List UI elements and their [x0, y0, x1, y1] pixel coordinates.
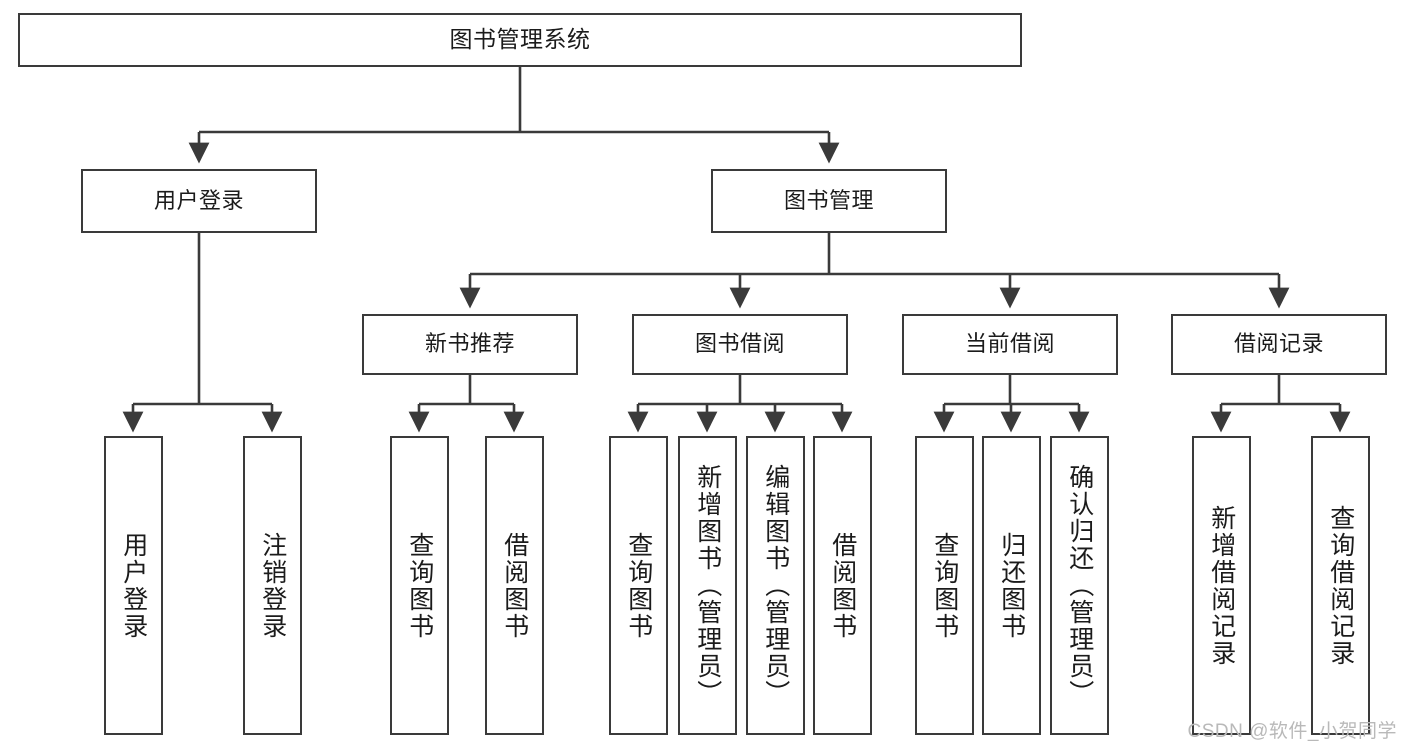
node-current-borrow-label: 当前借阅	[964, 331, 1055, 357]
node-leaf-3-label: 查询图书	[405, 531, 434, 640]
node-leaf-2[interactable]: 注销登录	[243, 436, 302, 735]
node-root[interactable]: 图书管理系统	[18, 13, 1022, 67]
node-borrow-record[interactable]: 借阅记录	[1171, 314, 1387, 375]
node-user-login-label: 用户登录	[153, 187, 244, 213]
node-book-manage-label: 图书管理	[783, 187, 874, 213]
node-leaf-5-label: 查询图书	[624, 531, 653, 640]
node-leaf-12[interactable]: 新增借阅记录	[1192, 436, 1251, 735]
node-leaf-6-label: 新增图书（管理员）	[693, 464, 722, 707]
node-leaf-5[interactable]: 查询图书	[609, 436, 668, 735]
node-user-login[interactable]: 用户登录	[81, 169, 317, 233]
node-leaf-7-label: 编辑图书（管理员）	[761, 464, 790, 707]
node-leaf-10[interactable]: 归还图书	[982, 436, 1041, 735]
node-leaf-4-label: 借阅图书	[500, 531, 529, 640]
node-current-borrow[interactable]: 当前借阅	[902, 314, 1118, 375]
node-leaf-6[interactable]: 新增图书（管理员）	[678, 436, 737, 735]
node-leaf-9[interactable]: 查询图书	[915, 436, 974, 735]
node-leaf-8-label: 借阅图书	[828, 531, 857, 640]
node-leaf-4[interactable]: 借阅图书	[485, 436, 544, 735]
node-leaf-8[interactable]: 借阅图书	[813, 436, 872, 735]
node-leaf-9-label: 查询图书	[930, 531, 959, 640]
node-leaf-12-label: 新增借阅记录	[1207, 504, 1236, 667]
node-book-manage[interactable]: 图书管理	[711, 169, 947, 233]
node-leaf-13[interactable]: 查询借阅记录	[1311, 436, 1370, 735]
node-leaf-11[interactable]: 确认归还（管理员）	[1050, 436, 1109, 735]
node-leaf-1[interactable]: 用户登录	[104, 436, 163, 735]
node-new-book-rec[interactable]: 新书推荐	[362, 314, 578, 375]
node-leaf-1-label: 用户登录	[119, 531, 148, 640]
node-new-book-rec-label: 新书推荐	[424, 331, 515, 357]
node-book-borrow[interactable]: 图书借阅	[632, 314, 848, 375]
node-leaf-2-label: 注销登录	[258, 531, 287, 640]
node-book-borrow-label: 图书借阅	[694, 331, 785, 357]
node-leaf-7[interactable]: 编辑图书（管理员）	[746, 436, 805, 735]
node-leaf-11-label: 确认归还（管理员）	[1065, 464, 1094, 707]
node-leaf-3[interactable]: 查询图书	[390, 436, 449, 735]
watermark: CSDN @软件_小贺同学	[1187, 721, 1397, 742]
node-root-label: 图书管理系统	[449, 26, 591, 53]
node-leaf-10-label: 归还图书	[997, 531, 1026, 640]
node-leaf-13-label: 查询借阅记录	[1326, 504, 1355, 667]
node-borrow-record-label: 借阅记录	[1233, 331, 1324, 357]
